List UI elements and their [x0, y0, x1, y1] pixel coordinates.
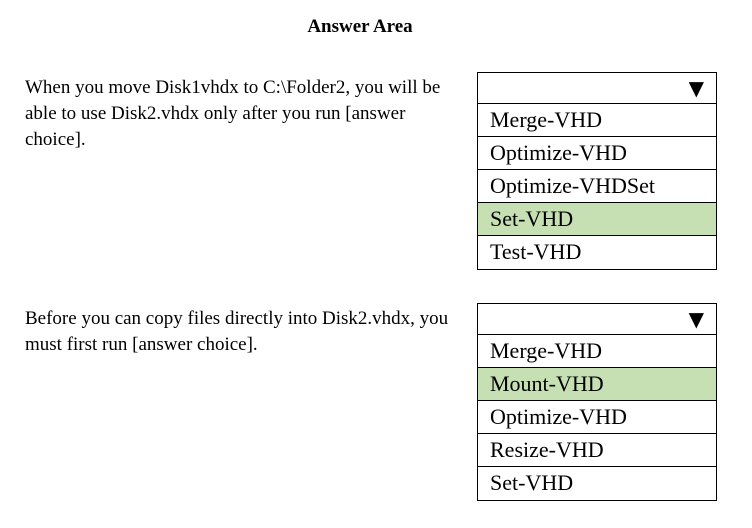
dropdown-1-option-merge-vhd[interactable]: Merge-VHD — [478, 104, 716, 137]
dropdown-arrow-icon[interactable]: ▼ — [688, 76, 704, 100]
dropdown-2-option-resize-vhd[interactable]: Resize-VHD — [478, 434, 716, 467]
dropdown-1-option-optimize-vhdset[interactable]: Optimize-VHDSet — [478, 170, 716, 203]
answer-area-title: Answer Area — [307, 16, 413, 37]
dropdown-arrow-icon[interactable]: ▼ — [688, 307, 704, 331]
dropdown-2-header[interactable]: ▼ — [478, 304, 716, 335]
question-2-text: Before you can copy files directly into … — [25, 308, 449, 355]
dropdown-2-option-set-vhd[interactable]: Set-VHD — [490, 470, 574, 495]
dropdown-2-option-optimize-vhd[interactable]: Optimize-VHD — [478, 401, 716, 434]
dropdown-1-option-optimize-vhd[interactable]: Optimize-VHD — [478, 137, 716, 170]
dropdown-1-option-test-vhd[interactable]: Test-VHD — [490, 239, 582, 264]
question-1-text: When you move Disk1vhdx to C:\Folder2, y… — [25, 77, 441, 150]
answer-dropdown-1[interactable]: ▼ Merge-VHD Optimize-VHD Optimize-VHDSet… — [477, 72, 717, 270]
dropdown-1-header[interactable]: ▼ — [478, 73, 716, 104]
dropdown-1-option-set-vhd[interactable]: Set-VHD — [478, 203, 716, 236]
dropdown-2-option-mount-vhd[interactable]: Mount-VHD — [478, 368, 716, 401]
answer-dropdown-2[interactable]: ▼ Merge-VHD Mount-VHD Optimize-VHD Resiz… — [477, 303, 717, 501]
dropdown-2-option-merge-vhd[interactable]: Merge-VHD — [478, 335, 716, 368]
